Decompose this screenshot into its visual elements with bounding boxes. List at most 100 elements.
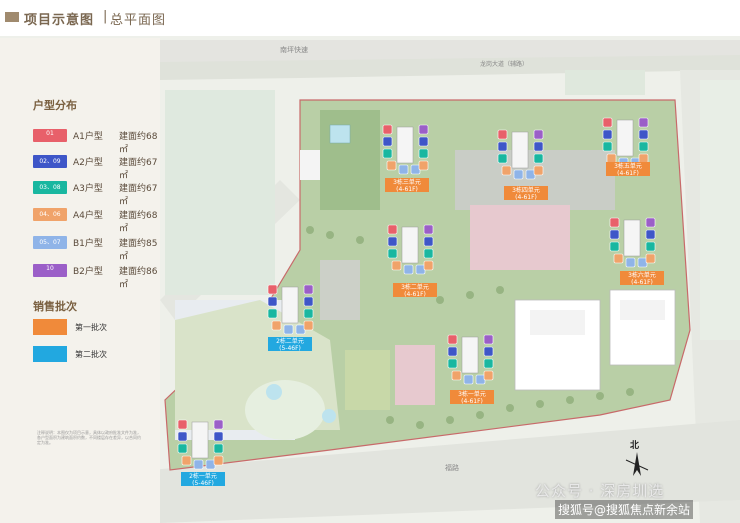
- unit-block: [483, 334, 494, 345]
- unit-block: [386, 160, 397, 171]
- building-tag-floors: (4-61F): [515, 194, 537, 201]
- unit-swatch: 03、08: [33, 181, 67, 194]
- unit-block: [303, 296, 314, 307]
- unit-block: [645, 241, 656, 252]
- unit-block: [533, 165, 544, 176]
- title-marker: [5, 12, 19, 22]
- building-tag-name: 3栋三单元: [393, 179, 421, 186]
- unit-block: [533, 129, 544, 140]
- road-label-top-right: 龙岗大道（辅路）: [480, 60, 528, 68]
- batch-legend-title: 销售批次: [33, 300, 77, 313]
- building-tag-floors: (5-46F): [192, 480, 214, 487]
- batch-legend-row: 第二批次: [33, 346, 163, 364]
- unit-swatch: 04、06: [33, 208, 67, 221]
- building-cluster: [602, 117, 649, 168]
- unit-block: [497, 141, 508, 152]
- unit-block: [398, 164, 409, 175]
- building-tag: 3栋二单元(4-61F): [393, 283, 437, 298]
- unit-block: [283, 324, 294, 335]
- unit-name: A2户型: [73, 158, 103, 168]
- unit-block: [418, 124, 429, 135]
- batch-legend-row: 第一批次: [33, 319, 163, 337]
- unit-block: [205, 459, 216, 470]
- unit-block: [177, 443, 188, 454]
- unit-swatch: 01: [33, 129, 67, 142]
- unit-block: [463, 374, 474, 385]
- unit-area: 建面约86㎡: [119, 267, 158, 290]
- batch-label: 第二批次: [75, 350, 107, 359]
- unit-block: [418, 148, 429, 159]
- unit-block: [451, 370, 462, 381]
- building-tag-name: 3栋四单元: [512, 187, 540, 194]
- unit-block: [387, 236, 398, 247]
- unit-swatch: 05、07: [33, 236, 67, 249]
- building-cluster: [609, 217, 656, 268]
- unit-name: B1户型: [73, 239, 103, 249]
- watermark-site: 搜狐号@搜狐焦点新余站: [555, 500, 694, 519]
- building-tag: 3栋四单元(4-61F): [504, 186, 548, 201]
- header: 项目示意图 | 总平面图: [0, 0, 740, 32]
- unit-block: [387, 224, 398, 235]
- unit-block: [423, 224, 434, 235]
- building-cluster: [447, 334, 494, 385]
- unit-block: [609, 217, 620, 228]
- building-tag: 2栋一单元(5-46F): [181, 472, 225, 487]
- unit-block: [382, 148, 393, 159]
- notes-text: 注释说明：本图仅为项目示意，具体以政府批准文件为准，各户型面积为建筑面积约数，不…: [37, 430, 141, 445]
- unit-area: 建面约85㎡: [119, 239, 158, 262]
- building-tag-name: 2栋一单元: [189, 473, 217, 480]
- unit-block: [403, 264, 414, 275]
- building-tag-floors: (4-61F): [461, 398, 483, 405]
- building-tag: 3栋一单元(4-61F): [450, 390, 494, 405]
- building-tag-floors: (5-46F): [279, 345, 301, 352]
- unit-code: 03、08: [39, 184, 61, 191]
- unit-legend-row: 05、07 B1户型 建面约85㎡: [33, 236, 161, 262]
- unit-block: [423, 248, 434, 259]
- unit-block: [177, 431, 188, 442]
- building-tag-name: 3栋五单元: [614, 163, 642, 170]
- unit-block: [303, 284, 314, 295]
- title-separator: |: [103, 9, 108, 24]
- unit-block: [303, 320, 314, 331]
- unit-block: [625, 257, 636, 268]
- unit-legend-row: 03、08 A3户型 建面约67㎡: [33, 181, 161, 207]
- building-tag-name: 2栋二单元: [276, 338, 304, 345]
- unit-block: [410, 164, 421, 175]
- unit-block: [497, 129, 508, 140]
- road-label-bottom: 福路: [445, 463, 459, 472]
- unit-block: [387, 248, 398, 259]
- unit-block: [638, 129, 649, 140]
- unit-block: [513, 169, 524, 180]
- unit-block: [609, 241, 620, 252]
- unit-block: [423, 260, 434, 271]
- unit-code: 02、09: [39, 158, 61, 165]
- unit-block: [602, 141, 613, 152]
- page-title: 项目示意图: [24, 13, 95, 28]
- building-tag-floors: (4-61F): [404, 291, 426, 298]
- unit-block: [382, 124, 393, 135]
- unit-block: [645, 253, 656, 264]
- unit-area: 建面约67㎡: [119, 184, 158, 207]
- road-label-top: 南坪快速: [280, 45, 308, 54]
- unit-block: [213, 419, 224, 430]
- unit-name: A3户型: [73, 184, 103, 194]
- unit-block: [423, 236, 434, 247]
- unit-block: [418, 136, 429, 147]
- unit-swatch: 02、09: [33, 155, 67, 168]
- unit-block: [303, 308, 314, 319]
- unit-block: [295, 324, 306, 335]
- unit-block: [181, 455, 192, 466]
- unit-block: [475, 374, 486, 385]
- unit-block: [525, 169, 536, 180]
- unit-block: [638, 141, 649, 152]
- unit-block: [177, 419, 188, 430]
- unit-block: [638, 117, 649, 128]
- unit-block: [637, 257, 648, 268]
- unit-block: [501, 165, 512, 176]
- building-tag: 3栋五单元(4-61F): [606, 162, 650, 177]
- unit-name: A1户型: [73, 132, 103, 142]
- building-cluster: [177, 419, 224, 470]
